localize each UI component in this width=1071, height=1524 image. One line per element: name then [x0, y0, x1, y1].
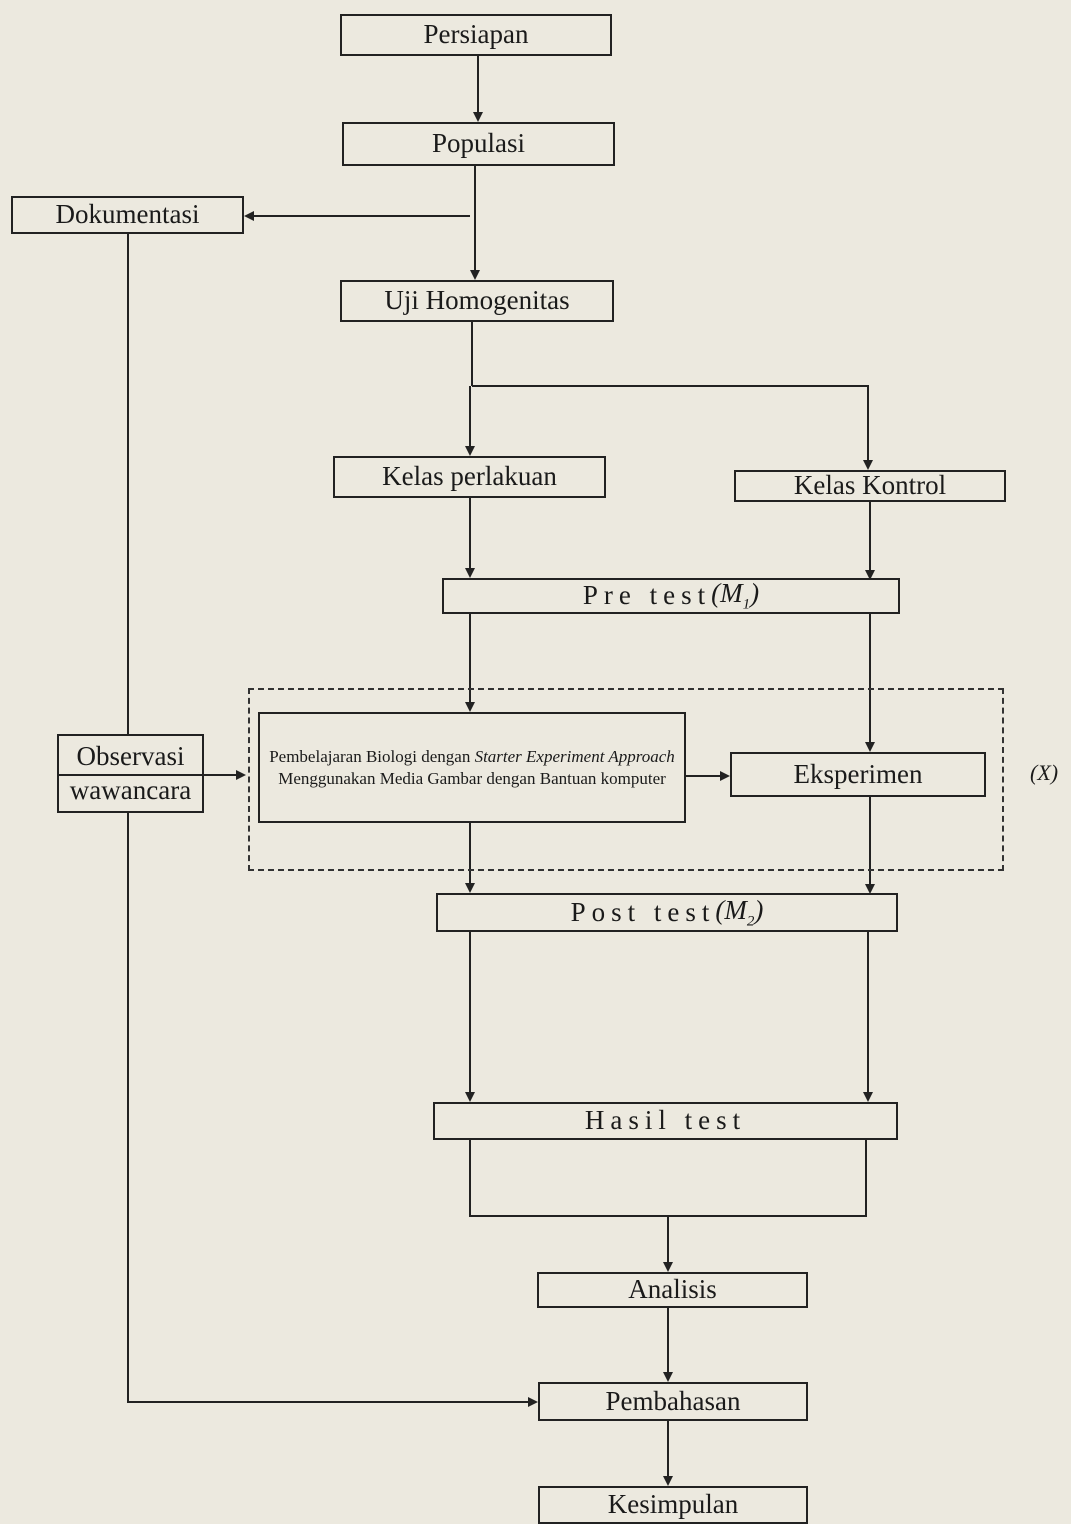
- edge-observasi-pembahasan: [127, 813, 538, 1407]
- treatment-group-frame: [248, 688, 1004, 871]
- node-analisis: Analisis: [537, 1272, 808, 1308]
- node-kelas-kontrol: Kelas Kontrol: [734, 470, 1006, 502]
- node-eksperimen: Eksperimen: [730, 752, 986, 797]
- node-kelas-perlakuan: Kelas perlakuan: [333, 456, 606, 498]
- node-pembelajaran: Pembelajaran Biologi dengan Starter Expe…: [258, 712, 686, 823]
- wawancara-label: wawancara: [69, 774, 192, 805]
- group-label: (X): [1030, 760, 1059, 785]
- node-pembahasan: Pembahasan: [538, 1382, 808, 1421]
- node-kesimpulan: Kesimpulan: [538, 1486, 808, 1524]
- node-populasi: Populasi: [342, 122, 615, 166]
- edge-hasil-merge: [469, 1140, 867, 1217]
- node-persiapan: Persiapan: [340, 14, 612, 56]
- node-dokumentasi: Dokumentasi: [11, 196, 244, 234]
- node-hasil-test: Hasil test: [433, 1102, 898, 1140]
- edge-to-kontrol: [472, 385, 873, 470]
- observasi-label: Observasi: [59, 741, 202, 776]
- node-observasi-wawancara: Observasi wawancara: [57, 734, 204, 813]
- node-uji-homogenitas: Uji Homogenitas: [340, 280, 614, 322]
- node-pretest: Pre test(M1): [442, 578, 900, 614]
- node-posttest: Post test(M2): [436, 893, 898, 932]
